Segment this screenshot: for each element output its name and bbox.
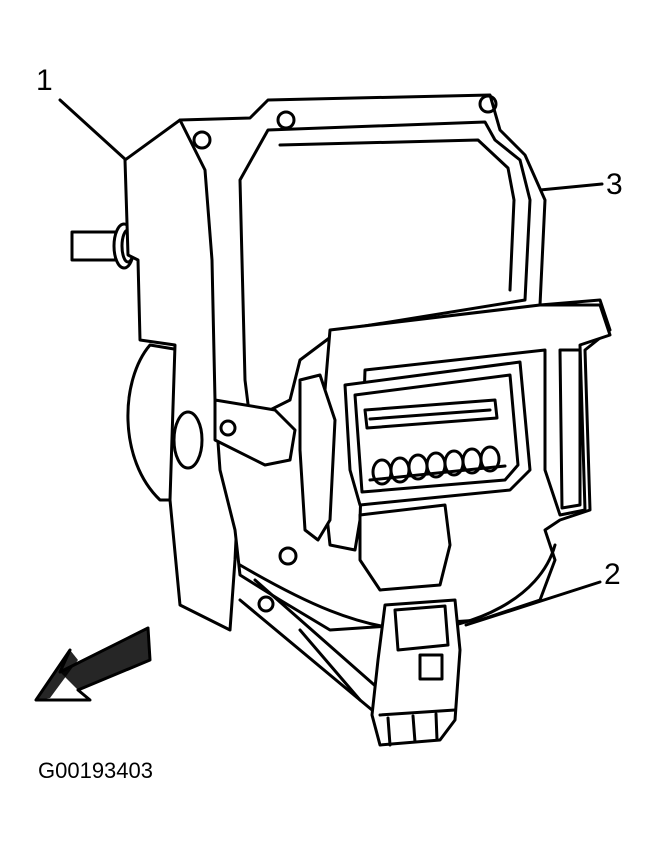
callout-3: 3 xyxy=(606,168,623,201)
mounting-hole-bottom xyxy=(278,546,298,566)
leader-line-1 xyxy=(58,98,128,162)
mounting-hole-top-mid xyxy=(276,110,296,130)
connector-left-clip xyxy=(298,373,337,542)
mounting-hole-lower-left xyxy=(257,595,275,613)
lower-connector-stub xyxy=(358,503,452,592)
pigtail-bottom xyxy=(378,708,457,747)
callout-1: 1 xyxy=(36,64,53,97)
terminal-pins xyxy=(368,445,507,486)
mounting-hole-top-left xyxy=(192,130,212,150)
callout-2: 2 xyxy=(604,558,621,591)
wire-harness-outer-2 xyxy=(298,628,362,702)
figure-id: G00193403 xyxy=(38,758,153,783)
output-shaft xyxy=(70,222,136,270)
connector-latch-right xyxy=(558,348,582,510)
bracket-tab xyxy=(213,398,297,467)
pin-slot xyxy=(363,398,499,430)
mounting-hole-top-right xyxy=(478,94,498,114)
pigtail-connector-2 xyxy=(370,598,462,747)
cover-3-inner-edge xyxy=(278,138,516,292)
pin-slot-line xyxy=(368,408,492,421)
connector-housing xyxy=(318,303,612,552)
pigtail-connector-body xyxy=(393,604,450,652)
direction-arrow-icon xyxy=(34,626,152,702)
side-boss xyxy=(172,410,204,470)
connector-inner-frame-edge xyxy=(353,373,520,494)
bracket-hole xyxy=(219,419,237,437)
leader-line-3 xyxy=(538,182,604,192)
pigtail-latch xyxy=(418,653,444,681)
